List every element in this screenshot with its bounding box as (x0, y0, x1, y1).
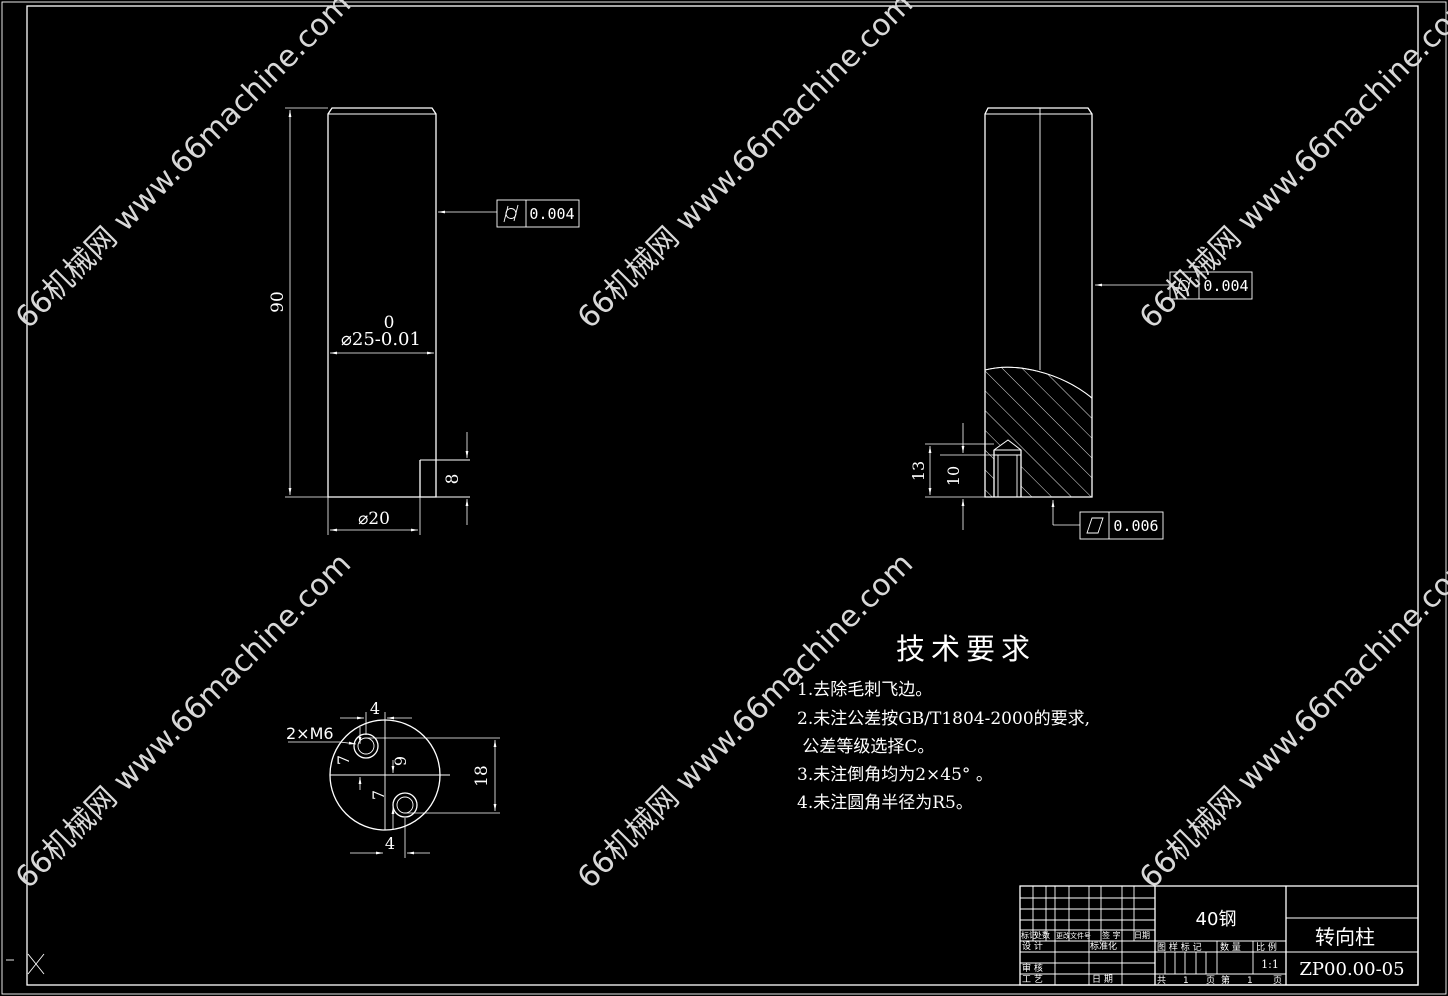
front-step-length-dim: 8 (443, 474, 463, 485)
tech-requirement-3: 3.未注倒角均为2×45° 。 (797, 765, 993, 785)
end-view (288, 712, 500, 858)
watermark-2: 66机械网 www.66machine.com (571, 0, 920, 336)
tb-date: 日期 (1134, 931, 1150, 940)
front-diameter-dim: ⌀25-0.01 (341, 329, 421, 350)
watermark-3: 66机械网 www.66machine.com (1133, 0, 1448, 336)
tech-requirement-4: 4.未注圆角半径为R5。 (797, 793, 973, 813)
section-depth-outer-dim: 13 (909, 461, 928, 481)
tb-total-count: 1 (1183, 976, 1189, 986)
tb-process: 工 艺 (1022, 974, 1043, 985)
tb-ratio: 比 例 (1256, 941, 1277, 953)
tb-change-doc: 更改文件号 (1056, 931, 1091, 940)
section-view (925, 107, 1253, 540)
tech-requirement-2b: 公差等级选择C。 (797, 737, 934, 757)
tb-review: 审 核 (1022, 962, 1043, 974)
tb-mark: 标记 (1021, 930, 1037, 940)
watermark-6: 66机械网 www.66machine.com (1133, 546, 1448, 895)
tb-sheets: 页 (1206, 975, 1215, 986)
watermark-1: 66机械网 www.66machine.com (9, 0, 358, 336)
watermark-4: 66机械网 www.66machine.com (9, 546, 358, 895)
tb-total: 共 (1157, 975, 1166, 986)
end-height-dim: 18 (472, 765, 492, 787)
title-block (1019, 885, 1419, 986)
tech-requirements-heading: 技术要求 (896, 632, 1036, 666)
tb-stage-mark: 图 样 标 记 (1157, 941, 1202, 953)
front-tolerance-value: 0.004 (529, 205, 574, 223)
end-left-lower-dim: 7 (369, 790, 388, 800)
tb-scale: 1:1 (1261, 958, 1279, 971)
end-thread-label: 2×M6 (286, 724, 334, 743)
tb-standardize: 标准化 (1090, 940, 1117, 952)
tb-zones: 处数 (1034, 930, 1050, 940)
tb-signature: 签 字 (1102, 930, 1121, 940)
front-length-dim: 90 (268, 291, 288, 313)
front-diameter-upper-tol: 0 (384, 313, 395, 333)
front-step-diameter-dim: ⌀20 (358, 509, 390, 529)
tech-requirement-1: 1.去除毛刺飞边。 (797, 680, 932, 700)
section-tolerance-top-value: 0.004 (1203, 277, 1248, 295)
end-top-dim: 4 (370, 699, 380, 718)
tb-quantity: 数 量 (1220, 941, 1241, 953)
tb-date2: 日 期 (1092, 974, 1113, 985)
tb-design: 设 计 (1022, 940, 1043, 952)
section-tolerance-bottom-value: 0.006 (1113, 517, 1158, 535)
end-center-dim: 9 (391, 756, 410, 766)
tb-title: 转向柱 (1315, 925, 1375, 949)
ucs-icon (6, 953, 45, 975)
end-bottom-dim: 4 (385, 834, 395, 853)
tech-requirement-2: 2.未注公差按GB/T1804-2000的要求, (797, 709, 1090, 729)
end-left-dim: 7 (334, 755, 353, 765)
front-view (285, 107, 580, 535)
tb-sheets2: 页 (1273, 975, 1282, 986)
tb-drawing-number: ZP00.00-05 (1299, 959, 1404, 980)
section-depth-inner-dim: 10 (944, 466, 963, 486)
tb-material: 40钢 (1196, 909, 1237, 930)
tb-sheet-count: 1 (1247, 976, 1253, 986)
inner-frame (26, 5, 1419, 986)
tb-sheet-no: 第 (1221, 974, 1230, 986)
